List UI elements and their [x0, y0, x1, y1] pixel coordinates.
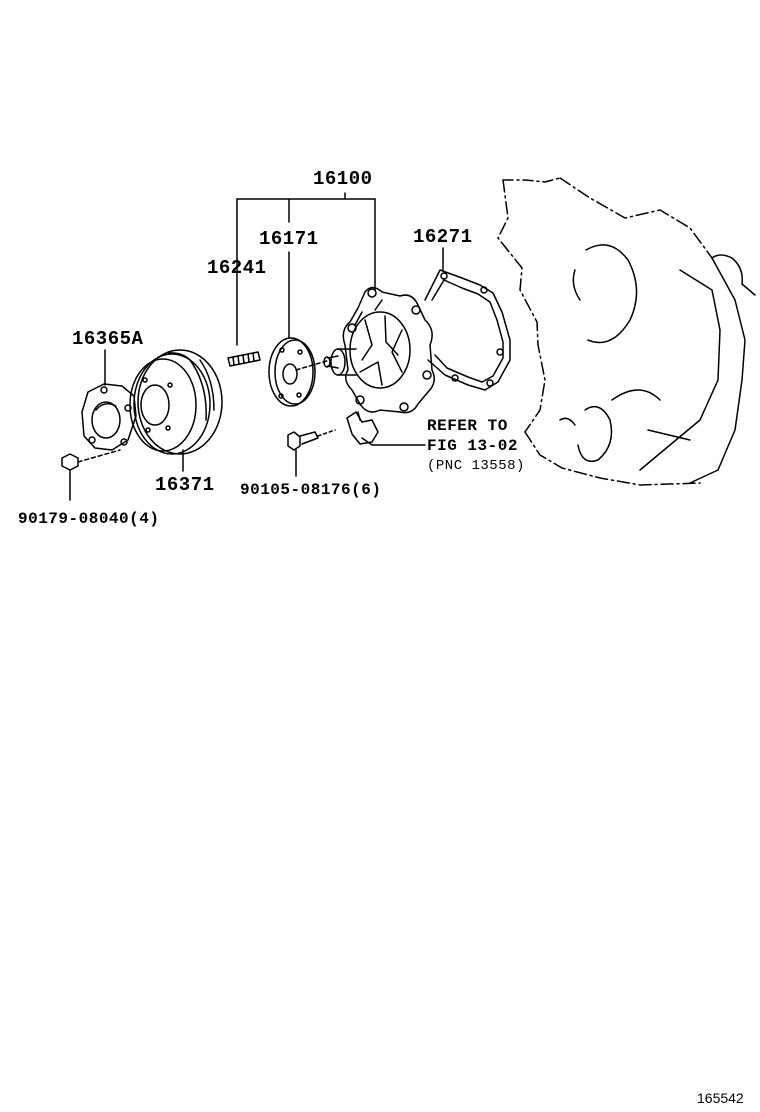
- label-90179: 90179-08040(4): [18, 510, 160, 528]
- fan-bracket-16171: [268, 337, 331, 407]
- nut-90179: [61, 449, 121, 471]
- label-16171: 16171: [259, 228, 319, 250]
- reference-line-3: (PNC 13558): [427, 458, 525, 474]
- label-16365A: 16365A: [72, 328, 144, 350]
- bracket-part: [346, 411, 379, 445]
- label-90105: 90105-08176(6): [240, 481, 382, 499]
- reference-line-1: REFER TO: [427, 417, 508, 435]
- reference-line-2: FIG 13-02: [427, 437, 518, 455]
- label-16241: 16241: [207, 257, 267, 279]
- gasket-16271: [424, 269, 511, 391]
- assembly-bracket-lines: [236, 192, 376, 346]
- stud-16241: [227, 351, 261, 367]
- pulley-16371: [129, 349, 223, 455]
- label-16371: 16371: [155, 474, 215, 496]
- coupling-16365A: [81, 383, 137, 451]
- label-16271: 16271: [413, 226, 473, 248]
- water-pump-body: [323, 286, 435, 414]
- engine-block-outline: [497, 177, 756, 486]
- figure-number: 165542: [697, 1090, 744, 1106]
- leader-lines: [69, 247, 444, 501]
- bolt-90105: [287, 429, 336, 451]
- label-16100: 16100: [313, 168, 373, 190]
